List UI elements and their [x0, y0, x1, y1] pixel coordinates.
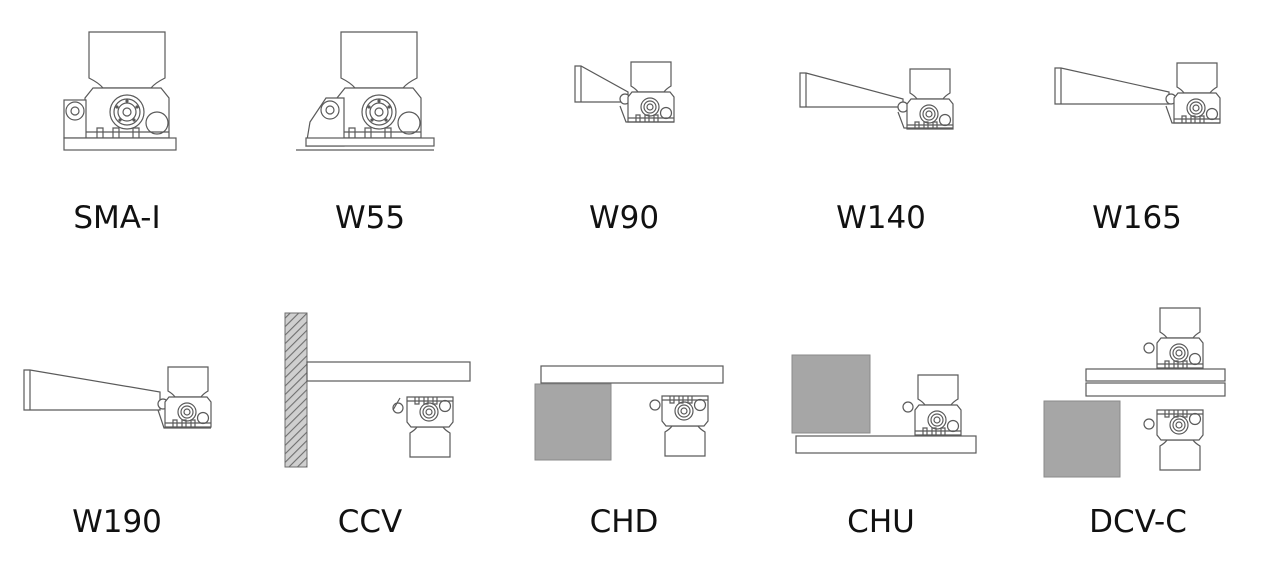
- label-chu: CHU: [847, 504, 915, 540]
- label-chd: CHD: [590, 504, 659, 540]
- mount-w55: W55: [296, 31, 435, 236]
- mount-chd: CHD: [534, 365, 724, 540]
- sma-i-drawing: [63, 31, 177, 151]
- label-w140: W140: [836, 200, 926, 236]
- mount-chu: CHU: [791, 354, 977, 540]
- label-w90: W90: [589, 200, 659, 236]
- label-ccv: CCV: [338, 504, 403, 540]
- label-w165: W165: [1092, 200, 1182, 236]
- w190-drawing: [23, 366, 212, 429]
- mount-w165: W165: [1054, 62, 1221, 236]
- ccv-drawing: [284, 312, 471, 468]
- mount-w140: W140: [799, 68, 954, 236]
- chd-drawing: [534, 365, 724, 461]
- w55-drawing: [296, 31, 435, 151]
- label-w190: W190: [72, 504, 162, 540]
- mount-ccv: CCV: [284, 312, 471, 540]
- mount-dcv-c: DCV-C: [1043, 307, 1226, 540]
- mount-w90: W90: [574, 61, 675, 236]
- dcv-c-drawing: [1043, 307, 1226, 478]
- label-sma-i: SMA-I: [73, 200, 160, 236]
- w90-drawing: [574, 61, 675, 123]
- mount-w190: W190: [23, 366, 212, 540]
- mount-sma-i: SMA-I: [63, 31, 177, 236]
- chu-drawing: [791, 354, 977, 454]
- label-w55: W55: [335, 200, 405, 236]
- label-dcv-c: DCV-C: [1089, 504, 1187, 540]
- w140-drawing: [799, 68, 954, 130]
- w165-drawing: [1054, 62, 1221, 124]
